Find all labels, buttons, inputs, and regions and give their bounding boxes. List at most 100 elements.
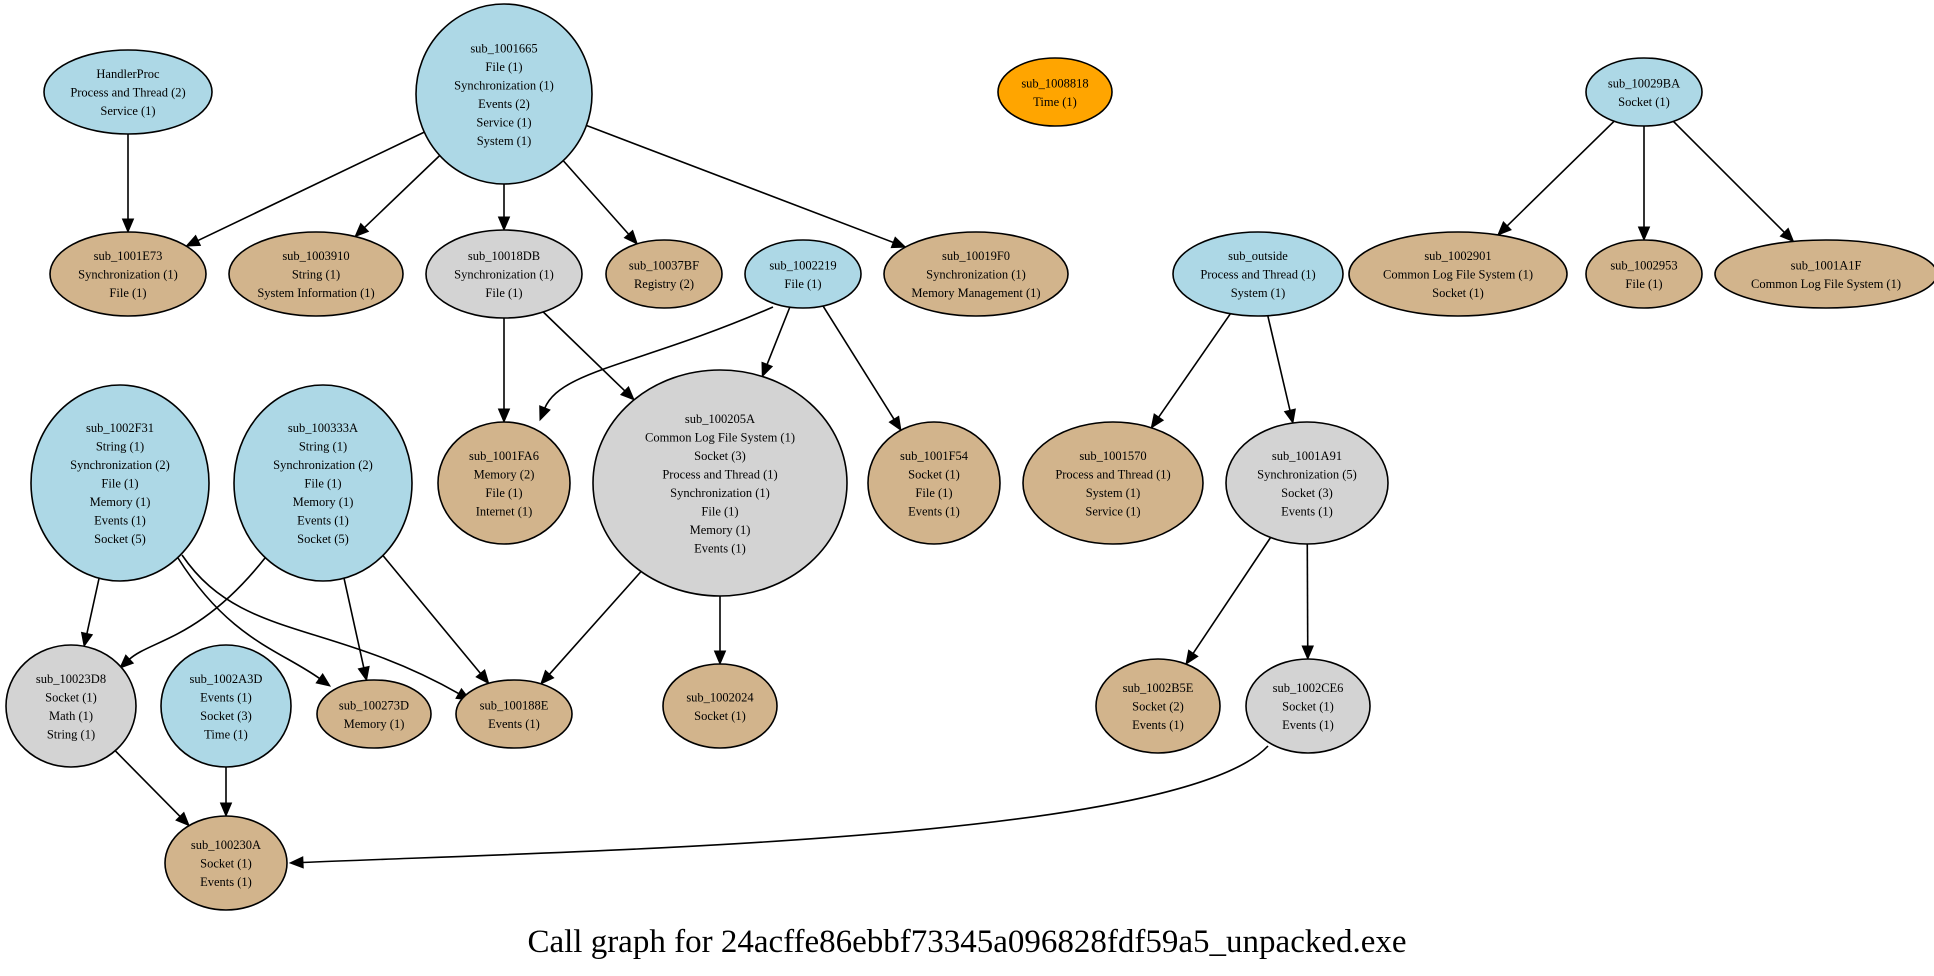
node-api-category: String (1): [292, 268, 340, 282]
arrowhead-icon: [1637, 226, 1651, 242]
node-function-name: sub_10019F0: [942, 249, 1010, 263]
arrowhead-icon: [497, 216, 511, 232]
node-api-category: Events (1): [488, 717, 540, 731]
edge-line: [543, 306, 774, 410]
node-ellipse: [1714, 239, 1934, 309]
edge-line: [114, 750, 182, 818]
node-api-category: Process and Thread (1): [1055, 467, 1170, 481]
edge-sub_1001A91-to-sub_1002B5E: [1185, 537, 1272, 666]
node-sub_10037BF[interactable]: sub_10037BF Registry (2): [605, 239, 723, 309]
node-ellipse: [867, 421, 1001, 545]
node-function-name: sub_100205A: [685, 412, 755, 426]
node-api-category: Registry (2): [634, 277, 694, 291]
edge-sub_10023D8-to-sub_100230A: [114, 750, 190, 827]
arrowhead-icon: [1779, 227, 1795, 243]
node-api-category: Common Log File System (1): [1383, 268, 1533, 282]
node-function-name: sub_100188E: [480, 698, 549, 712]
node-api-category: Service (1): [1085, 504, 1140, 518]
edges-layer: [80, 120, 1795, 869]
node-function-name: sub_10037BF: [629, 258, 699, 272]
edge-line: [343, 578, 365, 669]
node-function-name: sub_10023D8: [36, 672, 106, 686]
edge-line: [562, 160, 630, 236]
node-api-category: Synchronization (2): [273, 458, 373, 472]
node-ellipse: [662, 663, 778, 749]
edge-sub_1001665-to-sub_1001E73: [185, 131, 425, 247]
node-api-category: File (1): [915, 486, 952, 500]
node-ellipse: [1348, 231, 1568, 317]
node-api-category: Socket (5): [94, 532, 146, 546]
edge-line: [1267, 315, 1291, 412]
node-api-category: Common Log File System (1): [645, 430, 795, 444]
node-function-name: sub_1002953: [1610, 258, 1677, 272]
node-api-category: Memory (1): [90, 495, 151, 509]
arrowhead-icon: [1301, 645, 1314, 661]
edge-line: [542, 311, 626, 393]
arrowhead-icon: [1185, 649, 1199, 666]
node-ellipse: [605, 239, 723, 309]
node-api-category: Events (1): [1132, 718, 1184, 732]
node-function-name: sub_1002024: [686, 690, 754, 704]
edge-line: [301, 745, 1269, 864]
node-api-category: Synchronization (1): [78, 268, 178, 282]
node-ellipse: [455, 679, 573, 749]
arrowhead-icon: [119, 654, 135, 669]
edge-sub_100205A-to-sub_1002024: [713, 596, 727, 666]
node-api-category: Synchronization (1): [454, 78, 554, 92]
node-ellipse: [49, 231, 207, 317]
node-sub_100188E[interactable]: sub_100188E Events (1): [455, 679, 573, 749]
node-api-category: String (1): [96, 440, 144, 454]
arrowhead-icon: [713, 650, 727, 666]
arrowhead-icon: [121, 218, 135, 234]
node-function-name: HandlerProc: [96, 67, 160, 81]
arrowhead-icon: [540, 669, 555, 685]
edge-sub_1002F31-to-sub_10023D8: [80, 578, 100, 648]
node-function-name: sub_1002B5E: [1123, 681, 1194, 695]
arrowhead-icon: [539, 405, 551, 422]
node-api-category: File (1): [109, 286, 146, 300]
node-api-category: System (1): [1231, 286, 1286, 300]
node-api-category: Memory (1): [690, 523, 751, 537]
arrowhead-icon: [1497, 221, 1512, 236]
edge-line: [548, 570, 642, 676]
edge-line: [1505, 120, 1615, 228]
node-function-name: sub_1002F31: [86, 421, 154, 435]
edge-line: [177, 557, 321, 680]
node-ellipse: [883, 231, 1069, 317]
node-api-category: File (1): [1625, 277, 1662, 291]
node-ellipse: [592, 369, 848, 597]
node-ellipse: [1245, 658, 1371, 754]
node-ellipse: [233, 384, 413, 582]
arrowhead-icon: [1283, 408, 1296, 425]
node-api-category: Events (1): [1281, 504, 1333, 518]
node-ellipse: [5, 644, 137, 768]
